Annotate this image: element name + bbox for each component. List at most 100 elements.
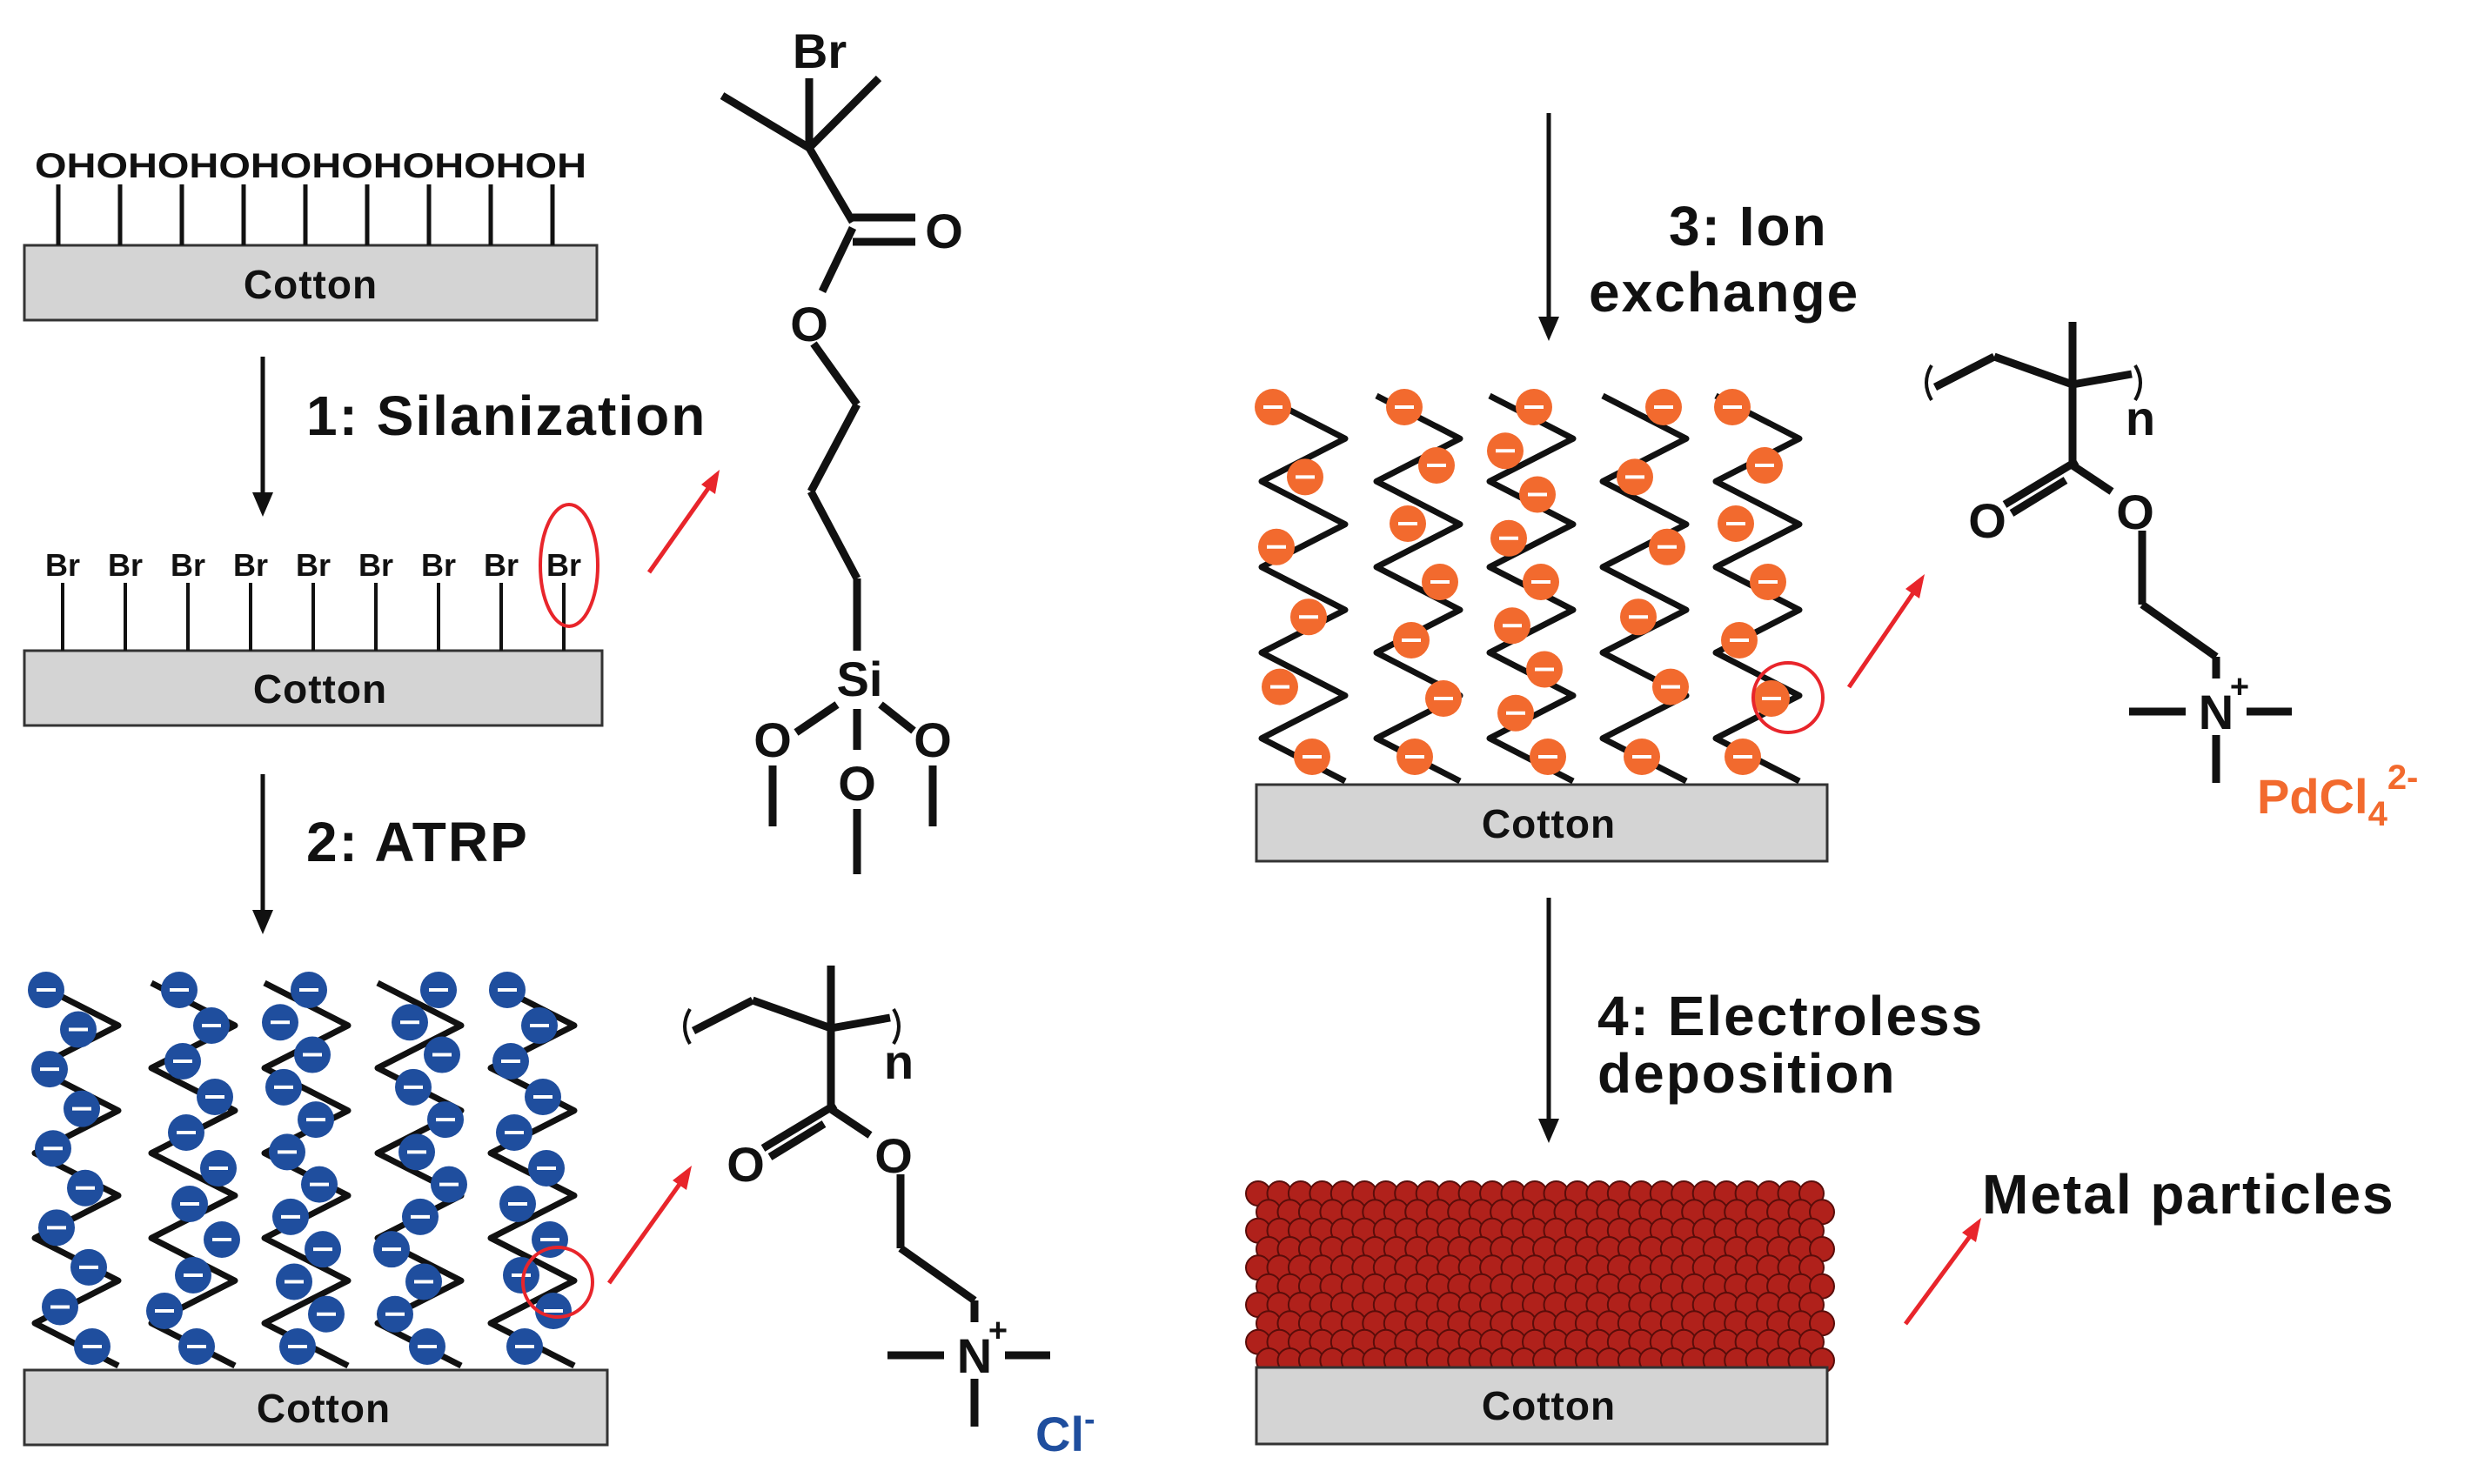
anion-marker bbox=[1388, 504, 1428, 544]
anion-marker bbox=[26, 970, 66, 1010]
anion-marker bbox=[1719, 620, 1759, 660]
palladate-counterion: PdCl42- bbox=[2257, 759, 2418, 833]
anion-marker bbox=[1253, 387, 1293, 427]
bromine-label: Br bbox=[233, 547, 268, 583]
pointer-arrow-polymer-right bbox=[1846, 574, 1925, 689]
polymer-brush-palladate: Cotton bbox=[1253, 387, 1829, 863]
anion-marker bbox=[1517, 474, 1557, 515]
anion-marker bbox=[65, 1167, 105, 1208]
highlight-ring-left bbox=[521, 1246, 594, 1319]
anion-marker bbox=[1524, 649, 1564, 690]
step1-label: 1: Silanization bbox=[306, 384, 707, 447]
anion-marker bbox=[30, 1049, 70, 1090]
anion-marker bbox=[491, 1041, 531, 1081]
polymer-structure-palladate: n O O N + bbox=[1925, 322, 2292, 783]
anion-marker bbox=[195, 1077, 235, 1117]
anion-marker bbox=[1496, 692, 1536, 733]
bromine-stems bbox=[61, 583, 566, 651]
bromine-label: Br bbox=[108, 547, 143, 583]
bromine-label: Br bbox=[358, 547, 393, 583]
polymer-chain bbox=[374, 979, 465, 1369]
anion-marker bbox=[1292, 737, 1332, 777]
anion-marker bbox=[1485, 431, 1525, 471]
cotton-substrate-1 bbox=[23, 244, 599, 322]
anion-marker bbox=[1521, 562, 1561, 602]
anion-marker bbox=[523, 1077, 563, 1117]
metallized-cotton: Cotton bbox=[1245, 1180, 1835, 1446]
anion-marker bbox=[299, 1164, 339, 1205]
anion-marker bbox=[1528, 737, 1568, 777]
anion-marker bbox=[40, 1287, 80, 1327]
polymer-structure-chloride: n O O N + bbox=[683, 966, 1050, 1427]
anion-marker bbox=[1489, 518, 1529, 558]
anion-marker bbox=[1651, 666, 1691, 707]
initiator-methoxy-o-right: O bbox=[914, 712, 952, 767]
cotton-label-3: Cotton bbox=[257, 1386, 391, 1431]
anion-marker bbox=[505, 1327, 545, 1367]
anion-marker bbox=[267, 1132, 307, 1173]
bromine-label: Br bbox=[171, 547, 205, 583]
anion-marker bbox=[1423, 678, 1463, 719]
initiator-br: Br bbox=[793, 23, 847, 78]
anion-marker bbox=[271, 1196, 311, 1237]
anion-marker bbox=[69, 1247, 109, 1287]
anion-marker bbox=[62, 1088, 102, 1129]
pointer-arrow-initiator bbox=[646, 470, 720, 574]
initiator-structure: Br O O Si O O O bbox=[720, 23, 963, 874]
highlight-ring-right bbox=[1751, 661, 1825, 734]
anion-marker bbox=[1391, 620, 1431, 660]
cotton-label-1: Cotton bbox=[244, 262, 378, 307]
anion-marker bbox=[494, 1113, 534, 1153]
polymer-brush-chloride: Cotton bbox=[23, 970, 609, 1447]
anion-marker bbox=[72, 1327, 112, 1367]
anion-marker bbox=[404, 1261, 444, 1302]
polymer-right-nitrogen: N bbox=[2199, 685, 2234, 739]
anion-marker bbox=[264, 1066, 304, 1107]
polymer-right-charge: + bbox=[2230, 669, 2249, 705]
anion-marker bbox=[1615, 457, 1655, 498]
anion-marker bbox=[1492, 605, 1532, 646]
anion-marker bbox=[1751, 678, 1792, 719]
polymer-left-charge: + bbox=[988, 1313, 1008, 1349]
cotton-substrate-2 bbox=[23, 649, 604, 727]
anion-marker bbox=[1395, 737, 1435, 777]
anion-marker bbox=[163, 1041, 203, 1081]
anion-marker bbox=[375, 1293, 415, 1334]
anion-marker bbox=[1644, 387, 1684, 427]
anion-marker bbox=[159, 970, 199, 1010]
cotton-label-2: Cotton bbox=[253, 666, 387, 712]
polymer-right-carbonyl-o: O bbox=[1968, 493, 2006, 548]
anion-marker bbox=[289, 970, 329, 1010]
anion-marker bbox=[303, 1229, 343, 1270]
anion-marker bbox=[144, 1291, 184, 1331]
bromine-label: Br bbox=[546, 547, 581, 583]
anion-marker bbox=[33, 1128, 73, 1169]
cotton-substrate-5 bbox=[1255, 1366, 1829, 1446]
anion-marker bbox=[1289, 597, 1329, 638]
anion-marker bbox=[501, 1255, 541, 1295]
anion-marker bbox=[393, 1066, 433, 1107]
anion-marker bbox=[1384, 387, 1424, 427]
initiator-si: Si bbox=[837, 652, 883, 706]
cotton-substrate-4 bbox=[1255, 783, 1829, 863]
polymer-right-ester-o: O bbox=[2116, 485, 2154, 539]
anion-marker bbox=[400, 1196, 440, 1237]
step2-arrow bbox=[252, 774, 273, 934]
hydroxyl-row: OHOHOHOHOHOHOHOHOH bbox=[35, 147, 586, 185]
anion-marker bbox=[372, 1229, 412, 1270]
step4-arrow bbox=[1538, 898, 1559, 1143]
highlight-ring-br bbox=[539, 503, 599, 628]
anion-marker bbox=[390, 1002, 430, 1043]
anion-marker bbox=[198, 1148, 238, 1188]
anion-marker bbox=[37, 1207, 77, 1248]
anion-marker bbox=[306, 1293, 346, 1334]
anion-marker bbox=[1647, 526, 1687, 567]
pointer-arrow-polymer-left bbox=[606, 1166, 692, 1285]
anion-marker bbox=[422, 1034, 462, 1075]
anion-marker bbox=[1712, 387, 1752, 427]
anion-marker bbox=[429, 1164, 469, 1205]
anion-marker bbox=[1416, 445, 1457, 485]
